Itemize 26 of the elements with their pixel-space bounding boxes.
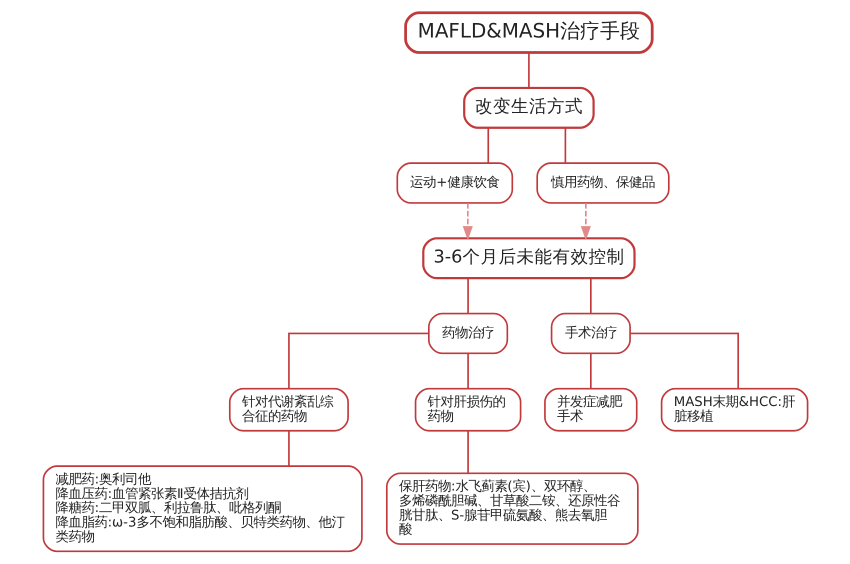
node-box: 3-6个月后未能有效控制 [422, 237, 636, 280]
node-box: 保肝药物:水飞蓟素(宾)、双环醇、多烯磷酰胆碱、甘草酸二铵、还原性谷胱甘肽、S-腺苷甲硫氨酸、熊去氧胆酸 [385, 472, 638, 545]
node-box: 运动+健康饮食 [396, 162, 513, 204]
connector [630, 332, 739, 388]
connector [486, 128, 489, 163]
node-box: 针对代谢紊乱综合征的药物 [228, 388, 348, 432]
connector [288, 431, 290, 466]
node-box: 针对肝损伤的药物 [414, 388, 521, 432]
connector [590, 278, 592, 314]
node-box: MAFLD&MASH治疗手段 [404, 11, 654, 54]
connector [564, 128, 566, 163]
node-box: 药物治疗 [428, 312, 508, 354]
arrow [462, 203, 472, 241]
node-box: MASH末期&HCC:肝脏移植 [660, 388, 808, 432]
node-box: 改变生活方式 [462, 86, 594, 129]
connector [466, 278, 468, 314]
connector [288, 332, 428, 388]
arrow [580, 203, 590, 241]
node-box: 慎用药物、保健品 [536, 162, 670, 204]
connector [590, 353, 592, 388]
connector [466, 353, 468, 388]
node-box: 减肥药:奥利司他 降血压药:血管紧张素Ⅱ受体拮抗剂 降糖药:二甲双胍、利拉鲁肽、吡格列酮 降血脂药:ω-3多不饱和脂肪酸、贝特类药物、他汀类药物 [42, 465, 362, 552]
node-box: 并发症减肥手术 [544, 388, 638, 432]
node-box: 手术治疗 [550, 312, 630, 354]
connector [528, 52, 530, 88]
connector [466, 431, 468, 474]
